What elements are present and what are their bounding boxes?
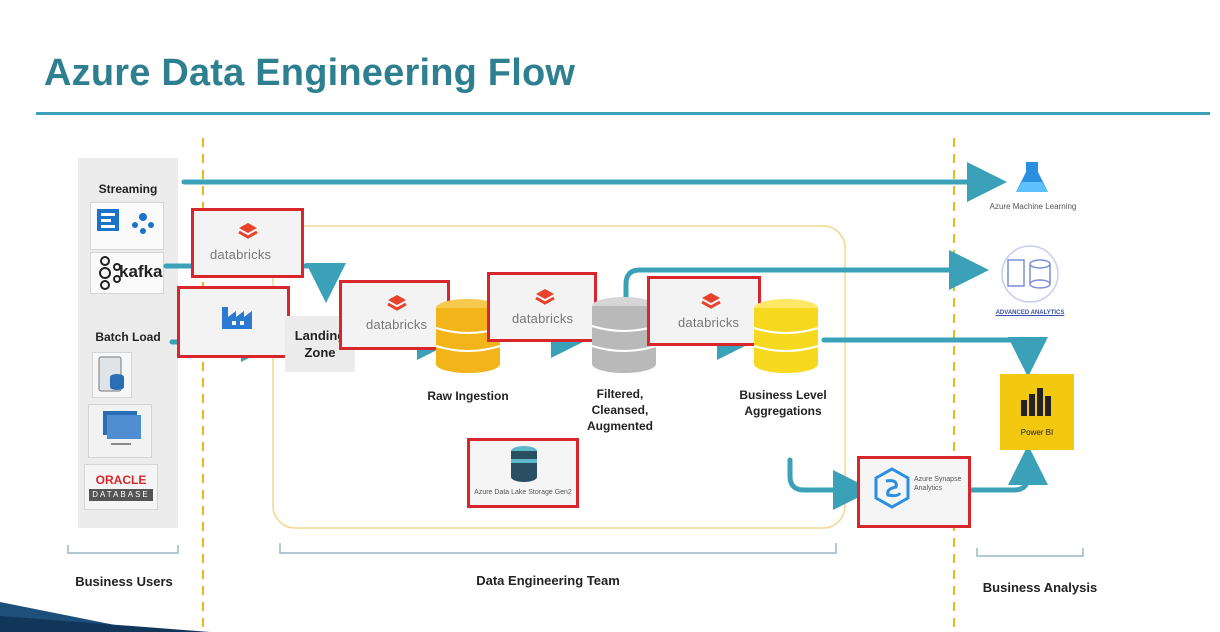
azure-ml-icon xyxy=(1016,162,1048,192)
folder-icon xyxy=(103,411,141,445)
databricks-label: databricks xyxy=(678,315,740,330)
filtered-database-icon xyxy=(591,297,657,373)
power-bi-tile[interactable]: Power BI xyxy=(1000,374,1074,450)
data-engineering-team-label: Data Engineering Team xyxy=(476,573,620,588)
azure-ml-label: Azure Machine Learning xyxy=(989,202,1077,211)
data-lake-icon xyxy=(511,446,537,482)
title-underline xyxy=(36,112,1210,115)
oracle-label: ORACLE xyxy=(95,473,147,487)
databricks-icon xyxy=(387,295,407,311)
databricks-box-filtered[interactable]: databricks xyxy=(647,276,761,346)
analytics-icon xyxy=(1001,245,1059,303)
databricks-label: databricks xyxy=(366,317,428,332)
synapse-box[interactable]: Azure Synapse Analytics xyxy=(857,456,971,528)
decorative-footer xyxy=(0,602,210,632)
local-folder-tile xyxy=(88,404,152,458)
business-aggregations-label: Business Level Aggregations xyxy=(739,388,827,418)
oracle-tile: ORACLE DATABASE xyxy=(84,464,158,510)
streaming-to-landing-arrow xyxy=(163,263,346,303)
business-to-synapse-arrow xyxy=(787,457,873,510)
event-hubs-tile xyxy=(90,202,164,250)
kafka-label: kafka xyxy=(119,262,163,281)
streaming-label: Streaming xyxy=(98,182,158,196)
databricks-icon xyxy=(238,223,258,239)
synapse-label: Azure Synapse Analytics xyxy=(914,476,962,492)
power-bi-label: Power BI xyxy=(1020,428,1054,437)
raw-ingestion-label: Raw Ingestion xyxy=(427,389,509,403)
databricks-label: databricks xyxy=(210,247,272,262)
business-to-powerbi-arrow xyxy=(821,337,1048,377)
server-icon xyxy=(98,356,124,392)
filtered-label: Filtered, Cleansed, Augmented xyxy=(587,387,653,433)
databricks-box-raw[interactable]: databricks xyxy=(487,272,597,342)
synapse-to-powerbi-arrow xyxy=(967,445,1048,493)
landing-zone-label: Landing Zone xyxy=(294,328,346,360)
batch-load-label: Batch Load xyxy=(95,330,161,344)
page-title: Azure Data Engineering Flow xyxy=(44,52,576,94)
business-users-label: Business Users xyxy=(75,574,173,589)
kafka-tile: kafka xyxy=(90,252,164,294)
databricks-icon xyxy=(535,289,555,305)
databricks-icon xyxy=(701,293,721,309)
data-factory-box[interactable] xyxy=(177,286,290,358)
business-analysis-label: Business Analysis xyxy=(982,580,1098,595)
factory-icon xyxy=(222,307,252,329)
databricks-box-landing[interactable]: databricks xyxy=(339,280,450,350)
server-tile xyxy=(92,352,132,398)
oracle-database-label: DATABASE xyxy=(89,489,153,501)
advanced-analytics-tile: ADVANCED ANALYTICS xyxy=(990,244,1070,320)
advanced-analytics-label: ADVANCED ANALYTICS xyxy=(995,310,1065,316)
adls-label: Azure Data Lake Storage Gen2 xyxy=(474,489,572,496)
kafka-icon xyxy=(99,256,121,290)
adls-box[interactable]: Azure Data Lake Storage Gen2 xyxy=(467,438,579,508)
power-bi-icon xyxy=(1021,388,1051,416)
databricks-box-streaming[interactable]: databricks xyxy=(191,208,304,278)
synapse-icon xyxy=(874,467,910,509)
filtered-to-analytics-arrow xyxy=(623,250,989,301)
databricks-label: databricks xyxy=(512,311,574,326)
business-database-icon xyxy=(753,299,819,373)
